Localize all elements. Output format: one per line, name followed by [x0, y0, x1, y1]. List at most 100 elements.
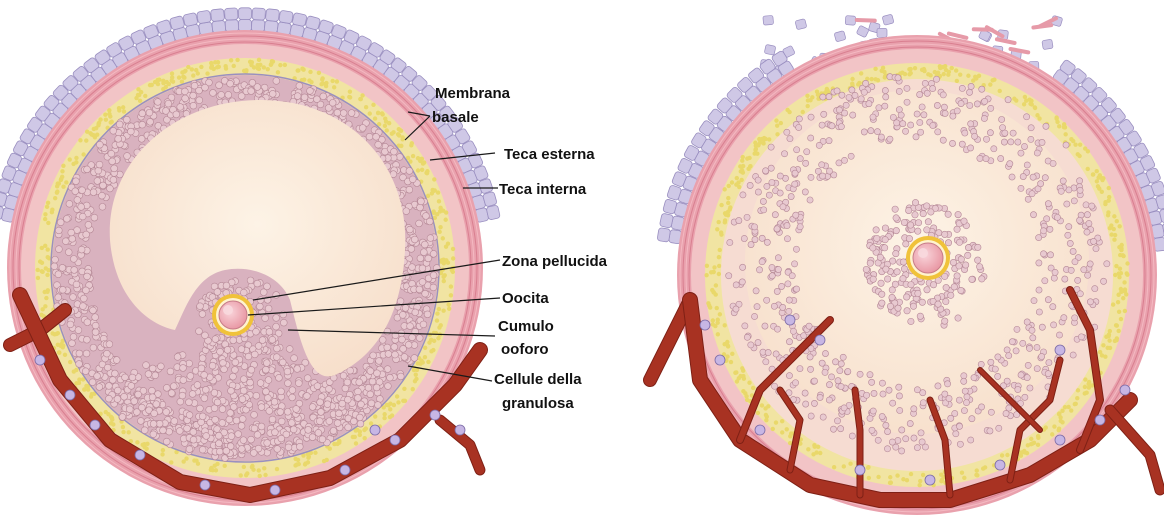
cell: [313, 451, 317, 455]
cell: [1029, 437, 1033, 441]
cell: [435, 311, 439, 315]
cell: [849, 87, 855, 93]
cell: [387, 121, 391, 125]
cell: [127, 430, 131, 434]
cell: [350, 418, 357, 425]
cell: [203, 433, 210, 440]
cell: [395, 394, 399, 398]
cell: [1003, 410, 1009, 416]
cell: [889, 294, 895, 300]
cell: [906, 235, 912, 241]
cell: [239, 473, 243, 477]
cell: [735, 176, 739, 180]
cell: [289, 394, 296, 401]
cell: [803, 160, 809, 166]
cell: [199, 413, 206, 420]
shed-epithelial-cell: [834, 31, 846, 42]
cell: [215, 462, 219, 466]
cell: [425, 255, 432, 262]
cell: [786, 308, 792, 314]
cell: [161, 448, 165, 452]
cell: [359, 97, 363, 101]
cell: [74, 368, 78, 372]
cell: [956, 263, 962, 269]
cell: [741, 389, 745, 393]
cell: [1106, 334, 1110, 338]
cell: [262, 466, 266, 470]
cell: [724, 213, 728, 217]
cell: [309, 404, 316, 411]
cell: [784, 236, 790, 242]
epithelial-cell: [224, 8, 238, 20]
cell: [1078, 142, 1082, 146]
cell: [230, 404, 237, 411]
cell: [873, 77, 877, 81]
cell: [269, 416, 276, 423]
cell: [276, 70, 280, 74]
label-cellule-line1: Cellule della: [494, 371, 582, 388]
cell: [257, 468, 261, 472]
cell: [235, 58, 239, 62]
cell: [861, 89, 867, 95]
cell: [863, 80, 869, 86]
cell: [238, 422, 245, 429]
cell: [1005, 97, 1011, 103]
cell: [444, 244, 448, 248]
cell: [1117, 275, 1121, 279]
cell: [779, 283, 785, 289]
cell: [839, 92, 845, 98]
label-oocita: Oocita: [502, 290, 549, 307]
cell: [708, 305, 712, 309]
cell: [326, 386, 333, 393]
cell: [764, 297, 770, 303]
cell: [1046, 359, 1052, 365]
cell: [55, 271, 62, 278]
cell: [44, 266, 48, 270]
cell: [988, 82, 992, 86]
cell: [419, 265, 426, 272]
cell: [777, 190, 783, 196]
cell: [793, 246, 799, 252]
cell: [436, 336, 440, 340]
cell: [362, 436, 366, 440]
cell: [802, 189, 808, 195]
cell: [369, 421, 373, 425]
cell: [76, 350, 83, 357]
cell: [895, 75, 901, 81]
cell: [83, 287, 90, 294]
cell: [893, 215, 899, 221]
cell: [1081, 267, 1087, 273]
cell: [347, 367, 354, 374]
cell: [55, 189, 59, 193]
cell: [965, 244, 971, 250]
label-cumulo-line2: ooforo: [501, 341, 548, 358]
cell: [1119, 317, 1123, 321]
cell: [215, 65, 219, 69]
cell: [186, 399, 193, 406]
cell: [170, 383, 177, 390]
cell: [746, 167, 750, 171]
cell: [715, 306, 719, 310]
cell: [269, 90, 276, 97]
cell: [355, 388, 362, 395]
cell: [890, 400, 896, 406]
cell: [760, 403, 764, 407]
cell: [196, 462, 200, 466]
cell: [182, 76, 186, 80]
cell: [354, 441, 358, 445]
cell: [1070, 352, 1076, 358]
cell: [852, 92, 858, 98]
shed-epithelial-cell: [856, 25, 869, 38]
cell: [761, 207, 767, 213]
cell: [867, 415, 873, 421]
cell: [437, 230, 441, 234]
cell: [269, 62, 273, 66]
cell: [68, 157, 72, 161]
cell: [277, 409, 284, 416]
cell: [157, 363, 164, 370]
cell: [190, 436, 197, 443]
cell: [216, 440, 223, 447]
cell: [796, 116, 802, 122]
cell: [1121, 296, 1125, 300]
cell: [447, 307, 451, 311]
